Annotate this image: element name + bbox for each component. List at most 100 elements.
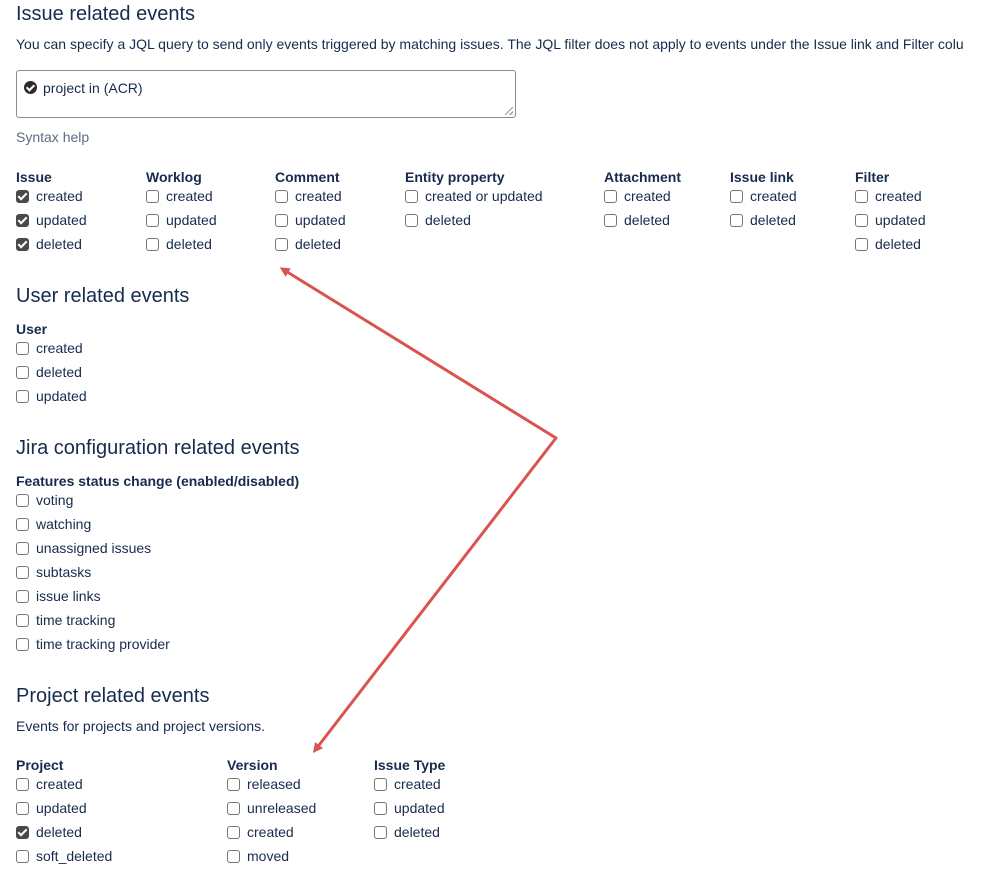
checkbox-label: created or updated bbox=[425, 188, 543, 204]
issue-type-created-option[interactable]: created bbox=[374, 774, 441, 794]
filter-created-option[interactable]: created bbox=[855, 186, 922, 206]
issue-type-updated-checkbox[interactable] bbox=[374, 801, 387, 815]
issue-type-deleted-option[interactable]: deleted bbox=[374, 822, 440, 842]
comment-updated-checkbox[interactable] bbox=[275, 213, 288, 227]
checkbox-label: time tracking provider bbox=[36, 636, 170, 652]
filter-updated-checkbox[interactable] bbox=[855, 213, 868, 227]
issue-link-created-option[interactable]: created bbox=[730, 186, 797, 206]
features-status-change-enabled-disabled-voting-checkbox[interactable] bbox=[16, 493, 29, 507]
version-group-title: Version bbox=[227, 757, 278, 773]
user-updated-checkbox[interactable] bbox=[16, 389, 29, 403]
checkbox-label: updated bbox=[36, 800, 87, 816]
version-released-checkbox[interactable] bbox=[227, 777, 240, 791]
issue-deleted-checkbox[interactable] bbox=[16, 237, 29, 251]
project-created-checkbox[interactable] bbox=[16, 777, 29, 791]
checkbox-label: unassigned issues bbox=[36, 540, 152, 556]
resize-handle-icon[interactable] bbox=[505, 107, 513, 115]
attachment-created-checkbox[interactable] bbox=[604, 189, 617, 203]
version-created-checkbox[interactable] bbox=[227, 825, 240, 839]
features-status-change-enabled-disabled-voting-option[interactable]: voting bbox=[16, 490, 73, 510]
project-created-option[interactable]: created bbox=[16, 774, 83, 794]
issue-created-option[interactable]: created bbox=[16, 186, 83, 206]
entity-property-created-or-updated-checkbox[interactable] bbox=[405, 189, 418, 203]
issue-created-checkbox[interactable] bbox=[16, 189, 29, 203]
worklog-deleted-checkbox[interactable] bbox=[146, 237, 159, 251]
project-deleted-checkbox[interactable] bbox=[16, 825, 29, 839]
user-updated-option[interactable]: updated bbox=[16, 386, 87, 406]
features-status-change-enabled-disabled-unassigned-issues-option[interactable]: unassigned issues bbox=[16, 538, 151, 558]
worklog-updated-checkbox[interactable] bbox=[146, 213, 159, 227]
issue-updated-checkbox[interactable] bbox=[16, 213, 29, 227]
user-deleted-checkbox[interactable] bbox=[16, 365, 29, 379]
project-soft-deleted-option[interactable]: soft_deleted bbox=[16, 846, 112, 866]
worklog-updated-option[interactable]: updated bbox=[146, 210, 217, 230]
entity-property-deleted-checkbox[interactable] bbox=[405, 213, 418, 227]
comment-deleted-option[interactable]: deleted bbox=[275, 234, 341, 254]
checkbox-label: soft_deleted bbox=[36, 848, 113, 864]
project-soft-deleted-checkbox[interactable] bbox=[16, 849, 29, 863]
features-status-change-enabled-disabled-watching-checkbox[interactable] bbox=[16, 517, 29, 531]
issue-deleted-option[interactable]: deleted bbox=[16, 234, 82, 254]
entity-property-deleted-option[interactable]: deleted bbox=[405, 210, 471, 230]
issue-link-deleted-checkbox[interactable] bbox=[730, 213, 743, 227]
issue-link-deleted-option[interactable]: deleted bbox=[730, 210, 796, 230]
version-unreleased-option[interactable]: unreleased bbox=[227, 798, 316, 818]
checkbox-label: created bbox=[247, 824, 294, 840]
checkbox-label: deleted bbox=[425, 212, 471, 228]
features-status-change-enabled-disabled-issue-links-option[interactable]: issue links bbox=[16, 586, 101, 606]
features-status-change-enabled-disabled-watching-option[interactable]: watching bbox=[16, 514, 91, 534]
user-created-option[interactable]: created bbox=[16, 338, 83, 358]
user-created-checkbox[interactable] bbox=[16, 341, 29, 355]
filter-deleted-option[interactable]: deleted bbox=[855, 234, 921, 254]
features-status-change-enabled-disabled-unassigned-issues-checkbox[interactable] bbox=[16, 541, 29, 555]
issue-section-description: You can specify a JQL query to send only… bbox=[16, 36, 964, 52]
attachment-created-option[interactable]: created bbox=[604, 186, 671, 206]
user-section-title: User related events bbox=[16, 285, 190, 307]
attachment-deleted-checkbox[interactable] bbox=[604, 213, 617, 227]
issue-link-created-checkbox[interactable] bbox=[730, 189, 743, 203]
features-status-change-enabled-disabled-time-tracking-checkbox[interactable] bbox=[16, 613, 29, 627]
issue-type-updated-option[interactable]: updated bbox=[374, 798, 445, 818]
comment-created-option[interactable]: created bbox=[275, 186, 342, 206]
issue-updated-option[interactable]: updated bbox=[16, 210, 87, 230]
worklog-created-option[interactable]: created bbox=[146, 186, 213, 206]
issue-type-deleted-checkbox[interactable] bbox=[374, 825, 387, 839]
worklog-deleted-option[interactable]: deleted bbox=[146, 234, 212, 254]
features-status-change-enabled-disabled-subtasks-checkbox[interactable] bbox=[16, 565, 29, 579]
features-status-change-enabled-disabled-subtasks-option[interactable]: subtasks bbox=[16, 562, 91, 582]
version-moved-checkbox[interactable] bbox=[227, 849, 240, 863]
version-released-option[interactable]: released bbox=[227, 774, 301, 794]
checkbox-label: deleted bbox=[875, 236, 921, 252]
features-status-change-enabled-disabled-time-tracking-option[interactable]: time tracking bbox=[16, 610, 115, 630]
filter-created-checkbox[interactable] bbox=[855, 189, 868, 203]
worklog-created-checkbox[interactable] bbox=[146, 189, 159, 203]
issue-type-created-checkbox[interactable] bbox=[374, 777, 387, 791]
features-status-change-enabled-disabled-time-tracking-provider-option[interactable]: time tracking provider bbox=[16, 634, 170, 654]
checkbox-label: created bbox=[36, 340, 83, 356]
version-unreleased-checkbox[interactable] bbox=[227, 801, 240, 815]
checkbox-label: deleted bbox=[394, 824, 440, 840]
comment-created-checkbox[interactable] bbox=[275, 189, 288, 203]
attachment-deleted-option[interactable]: deleted bbox=[604, 210, 670, 230]
features-status-change-enabled-disabled-time-tracking-provider-checkbox[interactable] bbox=[16, 637, 29, 651]
attachment-group-title: Attachment bbox=[604, 169, 682, 185]
checkbox-label: updated bbox=[166, 212, 217, 228]
comment-deleted-checkbox[interactable] bbox=[275, 237, 288, 251]
project-updated-option[interactable]: updated bbox=[16, 798, 87, 818]
jql-query-field[interactable]: project in (ACR) bbox=[16, 70, 516, 118]
checkbox-label: deleted bbox=[166, 236, 212, 252]
checkbox-label: deleted bbox=[36, 824, 82, 840]
checkbox-label: updated bbox=[875, 212, 926, 228]
user-deleted-option[interactable]: deleted bbox=[16, 362, 82, 382]
filter-updated-option[interactable]: updated bbox=[855, 210, 926, 230]
filter-deleted-checkbox[interactable] bbox=[855, 237, 868, 251]
project-updated-checkbox[interactable] bbox=[16, 801, 29, 815]
features-status-change-enabled-disabled-issue-links-checkbox[interactable] bbox=[16, 589, 29, 603]
project-deleted-option[interactable]: deleted bbox=[16, 822, 82, 842]
version-created-option[interactable]: created bbox=[227, 822, 294, 842]
entity-property-created-or-updated-option[interactable]: created or updated bbox=[405, 186, 543, 206]
comment-updated-option[interactable]: updated bbox=[275, 210, 346, 230]
version-moved-option[interactable]: moved bbox=[227, 846, 289, 866]
syntax-help-link[interactable]: Syntax help bbox=[16, 129, 90, 145]
